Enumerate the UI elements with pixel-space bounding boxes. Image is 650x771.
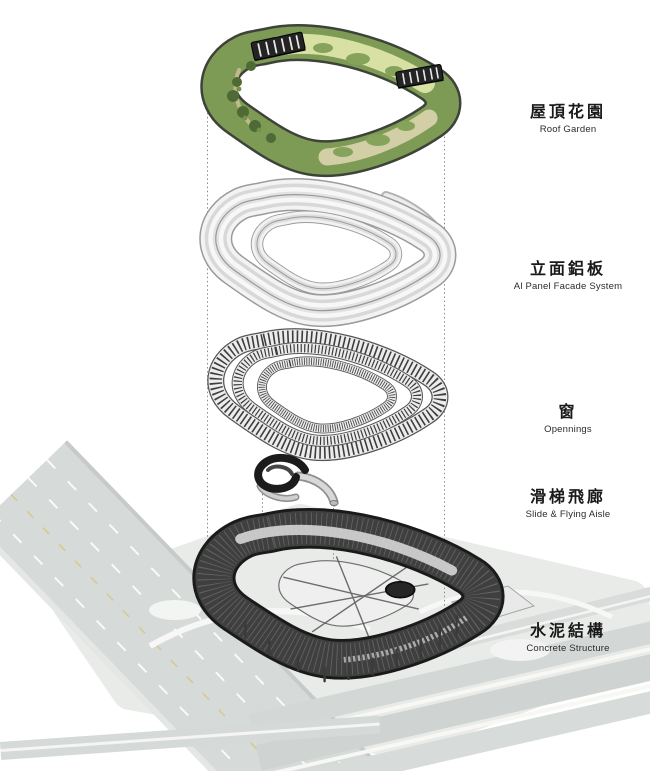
structure-inner-courtyard	[278, 560, 414, 627]
slide-spiral	[254, 453, 309, 493]
structure-frame-hatch	[197, 512, 500, 676]
aisle-tube-endcap	[329, 500, 339, 506]
openings-inner-strip	[257, 356, 397, 434]
al-panel-facade-drawing	[199, 178, 457, 328]
roof-trees	[227, 61, 276, 143]
aisle-tube	[295, 473, 337, 505]
openings-drawing	[207, 328, 449, 462]
layer-label-concrete-structure: 水泥結構 Concrete Structure	[482, 623, 650, 655]
site-road-lower-left	[0, 715, 381, 760]
concrete-structure-drawing	[192, 507, 505, 683]
layer-label-zh: 滑梯飛廊	[529, 489, 606, 506]
structure-columns	[244, 614, 458, 683]
roof-skylight-right	[395, 63, 444, 89]
layer-label-en: Slide & Flying Aisle	[525, 509, 611, 520]
roof-planting-blobs	[313, 43, 415, 157]
layer-label-en: Opennings	[544, 424, 592, 435]
layer-label-al-panel-facade: 立面鋁板 Al Panel Facade System	[482, 261, 650, 293]
site-pond	[490, 639, 550, 661]
layer-label-openings: 窗 Opennings	[482, 404, 650, 436]
openings-outer-strip	[207, 328, 449, 462]
layer-label-zh: 水泥結構	[529, 623, 606, 640]
slide-flying-aisle-drawing	[254, 453, 339, 507]
layer-label-zh: 屋頂花園	[529, 104, 606, 121]
site-road-upper-right	[427, 581, 650, 656]
structure-stair-cylinder	[384, 580, 416, 599]
layer-label-en: Roof Garden	[539, 124, 597, 135]
slide-spiral-inner	[266, 464, 294, 476]
layer-label-zh: 立面鋁板	[529, 261, 606, 278]
facade-inner-ribbon	[250, 210, 403, 295]
layer-label-slide-flying-aisle: 滑梯飛廊 Slide & Flying Aisle	[482, 489, 650, 521]
layer-label-en: Al Panel Facade System	[513, 281, 623, 292]
openings-middle-strip	[231, 342, 423, 447]
site-plan-drawing	[0, 440, 650, 771]
layer-label-en: Concrete Structure	[526, 643, 610, 654]
roof-skylight-left	[250, 31, 306, 62]
site-road-bottom	[248, 615, 650, 771]
layer-label-zh: 窗	[558, 404, 578, 421]
roof-garden-drawing	[200, 24, 462, 178]
structure-top-deck	[235, 524, 458, 576]
structure-bottom-railing	[343, 615, 468, 663]
facade-outer-ribbon	[199, 178, 457, 328]
layer-label-roof-garden: 屋頂花園 Roof Garden	[482, 104, 650, 136]
site-pond	[149, 600, 201, 620]
